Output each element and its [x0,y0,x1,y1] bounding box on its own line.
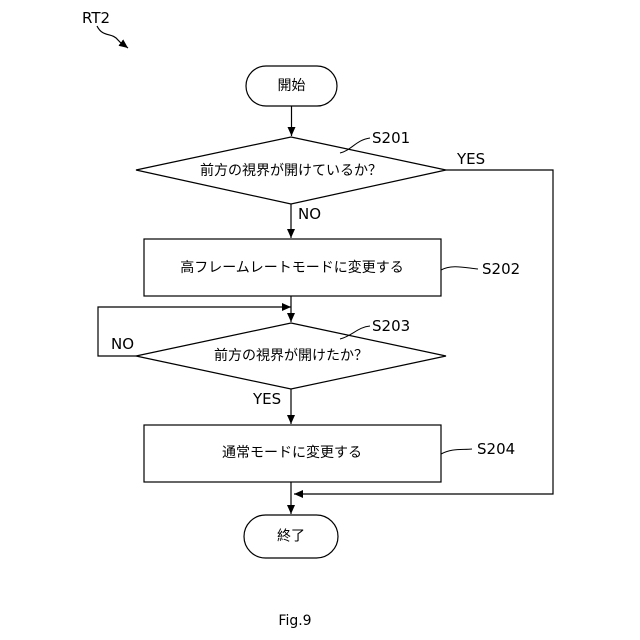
decision-s201-label: 前方の視界が開けているか？ [200,162,382,179]
edge-label-s203-yes: YES [252,390,281,408]
figure-caption: Fig.9 [278,613,311,629]
end-label: 終了 [277,529,305,545]
edge-label-s203-no: NO [111,335,134,353]
s204-leader-line [441,449,472,454]
edge-label-s201-no: NO [298,205,321,223]
process-s204-label: 通常モードに変更する [222,444,362,461]
ref-pointer-arrow [97,26,128,48]
s202-leader-line [441,267,478,270]
edge-label-s201-yes: YES [456,150,485,168]
decision-s203-label: 前方の視界が開けたか？ [214,347,368,364]
start-label: 開始 [278,78,306,94]
step-label-s201: S201 [372,129,410,147]
step-label-s202: S202 [482,260,520,278]
step-label-s203: S203 [372,317,410,335]
figure-ref-label: RT2 [82,9,110,27]
step-label-s204: S204 [477,440,515,458]
process-s202-label: 高フレームレートモードに変更する [180,259,404,276]
